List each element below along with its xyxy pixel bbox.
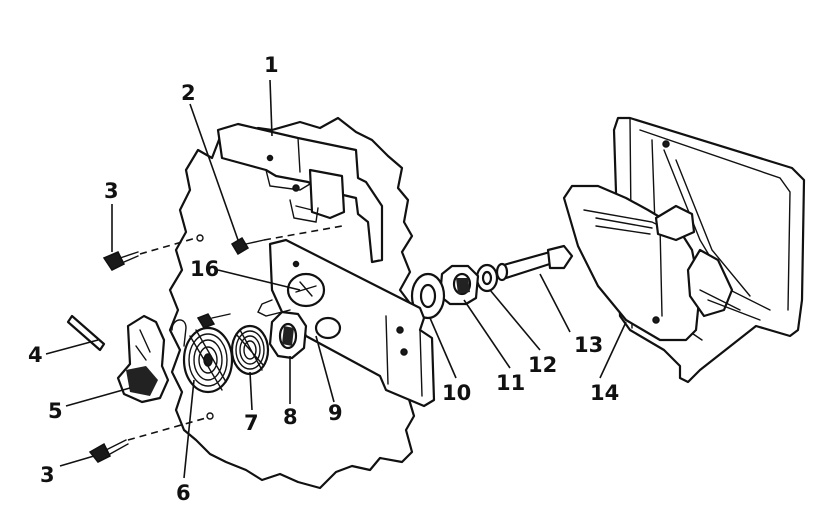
callout-7: 7	[244, 411, 259, 435]
alignment-line-upper	[139, 237, 197, 255]
part-2-screw	[230, 236, 265, 256]
part-3-screw-upper	[102, 251, 139, 271]
part-6-coil	[171, 319, 234, 394]
panel-hole-lower	[206, 412, 214, 420]
part-12-washer	[475, 263, 499, 293]
callout-4: 4	[28, 343, 43, 367]
callout-16: 16	[190, 257, 219, 281]
callout-10: 10	[442, 381, 471, 405]
part-3-screw-lower	[88, 439, 129, 463]
callout-13: 13	[574, 333, 603, 357]
callout-2: 2	[181, 81, 196, 105]
callout-3-lower: 3	[40, 463, 55, 487]
part-14-door	[562, 116, 806, 384]
alignment-line-lower	[127, 417, 207, 441]
mounting-screw	[196, 313, 231, 329]
callout-9: 9	[328, 401, 343, 425]
callout-14: 14	[590, 381, 619, 405]
part-16-disc	[257, 272, 326, 317]
part-7-spring	[230, 324, 270, 376]
part-13-hinge-pin	[495, 244, 574, 282]
part-1-bracket	[216, 122, 384, 264]
leader-lines	[45, 79, 627, 479]
callout-5: 5	[48, 399, 63, 423]
callout-6: 6	[176, 481, 191, 505]
callout-3-upper: 3	[104, 179, 119, 203]
part-5-knob	[116, 314, 170, 404]
panel-hole-upper	[196, 234, 204, 242]
part-8-bushing-nut	[268, 310, 308, 360]
callout-8: 8	[283, 405, 298, 429]
part-11-hex-nut	[438, 264, 480, 306]
callout-1: 1	[264, 53, 279, 77]
alignment-line-screw2	[263, 225, 343, 241]
callout-12: 12	[528, 353, 557, 377]
part-4-pin	[66, 314, 106, 352]
callout-11: 11	[496, 371, 525, 395]
